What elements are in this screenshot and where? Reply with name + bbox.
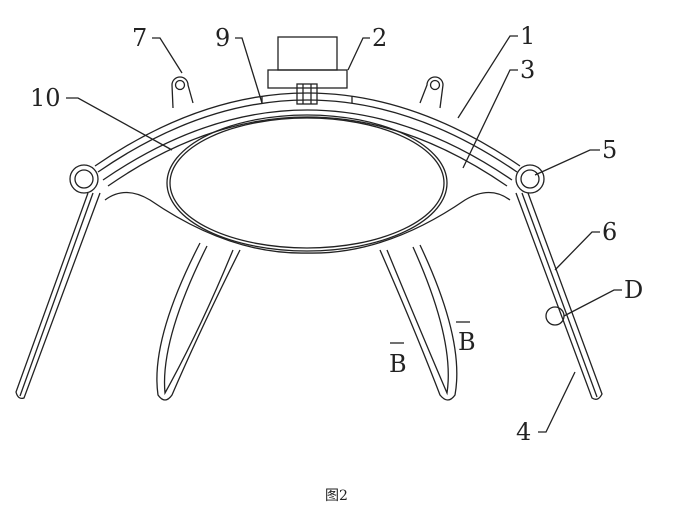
- joint-right: [515, 164, 545, 194]
- label-9: 9: [215, 24, 230, 52]
- leg-right: [515, 192, 603, 400]
- label-4: 4: [516, 418, 531, 446]
- leg-left: [15, 192, 101, 400]
- lug-right: [419, 76, 444, 109]
- label-2: 2: [372, 24, 387, 52]
- figure-caption: 图2: [325, 488, 348, 504]
- joint-left: [69, 164, 99, 194]
- label-10: 10: [30, 84, 61, 112]
- blade-left: [156, 242, 241, 401]
- label-5: 5: [602, 136, 617, 164]
- label-b-left: B: [389, 350, 407, 378]
- label-7: 7: [132, 24, 147, 52]
- blade-right: [379, 244, 458, 401]
- label-3: 3: [520, 56, 535, 84]
- lens-ellipse: [166, 114, 448, 252]
- label-1: 1: [520, 22, 535, 50]
- lug-left: [171, 76, 194, 109]
- arc-frame: [94, 83, 521, 187]
- lower-band: [104, 191, 511, 254]
- label-d: D: [624, 276, 643, 304]
- label-b-right: B: [458, 328, 476, 356]
- leader-lines: [66, 35, 622, 433]
- top-box: [267, 36, 348, 89]
- label-6: 6: [602, 218, 617, 246]
